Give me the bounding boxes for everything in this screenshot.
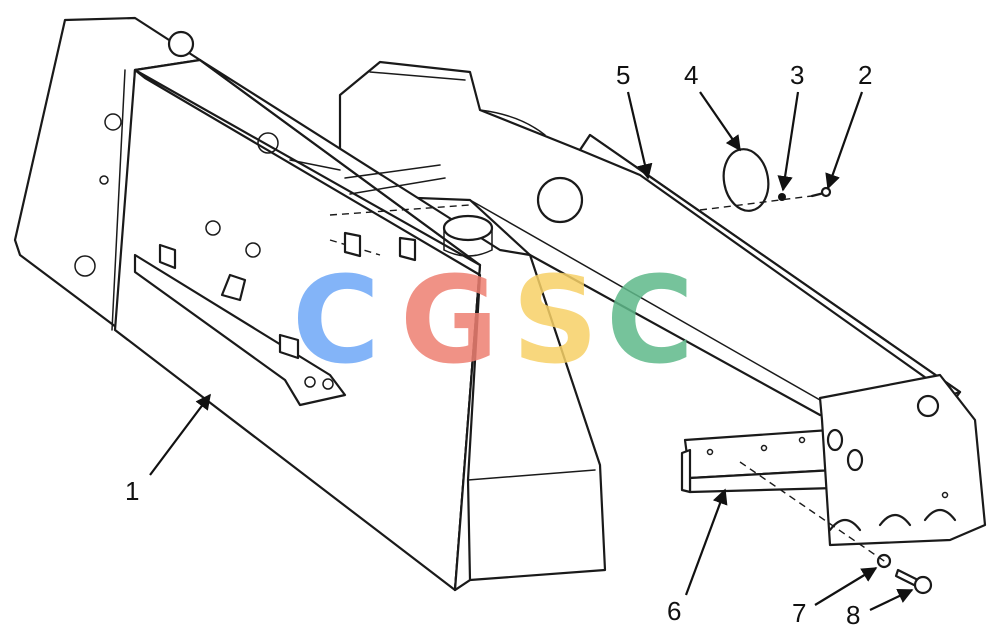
- callout-6: 6: [667, 596, 681, 626]
- leader-1: [149, 393, 211, 476]
- bracket-bar: [680, 428, 837, 494]
- callout-1: 1: [125, 476, 139, 506]
- leader-5: [626, 91, 653, 180]
- watermark-letter-s: S: [512, 252, 598, 391]
- leader-2: [825, 91, 864, 190]
- right-end-plate: [818, 373, 987, 547]
- cover-plate: [722, 148, 770, 212]
- leader-4: [699, 91, 741, 152]
- watermark-logo: C G S C: [292, 252, 694, 391]
- leader-7: [814, 567, 878, 606]
- assembly-line-bolt: [739, 461, 891, 566]
- screw: [810, 186, 832, 198]
- callout-3: 3: [790, 60, 804, 90]
- callout-4: 4: [684, 60, 698, 90]
- watermark-letter-g: G: [400, 252, 499, 391]
- watermark-letter-c1: C: [292, 252, 380, 391]
- leader-6: [684, 488, 728, 596]
- leader-8: [869, 589, 914, 611]
- left-housing: [13, 16, 607, 592]
- leader-3: [777, 91, 800, 192]
- callout-2: 2: [858, 60, 872, 90]
- assembly-line-cover: [699, 195, 813, 211]
- callout-7: 7: [792, 598, 806, 628]
- bolt: [894, 568, 933, 595]
- callout-5: 5: [616, 60, 630, 90]
- callout-8: 8: [846, 600, 860, 630]
- watermark-letter-c2: C: [606, 252, 694, 391]
